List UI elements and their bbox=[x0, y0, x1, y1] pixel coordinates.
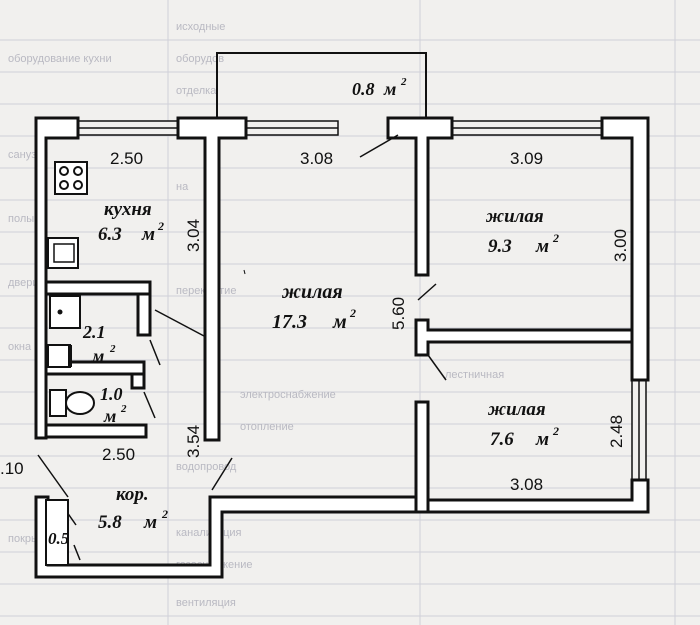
balcony bbox=[216, 52, 427, 120]
dim-room-br-depth: 2.48 bbox=[607, 415, 626, 448]
living-tr-name: жилая bbox=[485, 206, 544, 227]
label-text: 2 bbox=[552, 424, 559, 438]
label-text: 1.0 bbox=[100, 384, 123, 404]
label-text: 2 bbox=[109, 343, 116, 355]
dim-room-tr-depth: 3.00 bbox=[611, 229, 630, 262]
label-text: 2 bbox=[400, 76, 407, 88]
bg-text: на bbox=[176, 181, 189, 193]
label-text: 2 bbox=[552, 231, 559, 245]
dim-left-partial: .10 bbox=[0, 459, 24, 478]
bg-text: электроснабжение bbox=[240, 389, 336, 401]
bg-text: полы bbox=[8, 213, 34, 225]
bg-text: отопление bbox=[240, 421, 294, 433]
sink-icon bbox=[47, 237, 79, 269]
closet-area: 0.5 bbox=[48, 529, 70, 548]
bg-text: окна bbox=[8, 341, 32, 353]
label-text: м bbox=[143, 512, 157, 533]
label-text: 0.8 bbox=[352, 79, 375, 99]
label-text: 7.6 bbox=[490, 429, 514, 450]
corridor-area: 5.8 м 2 bbox=[98, 507, 168, 533]
bg-text: отделка bbox=[176, 85, 217, 97]
balcony-area: 0.8 м 2 bbox=[352, 76, 407, 99]
label-text: 6.3 bbox=[98, 224, 122, 245]
label-text: м bbox=[141, 224, 155, 245]
closet bbox=[45, 499, 69, 566]
label-text: 2 bbox=[349, 306, 356, 320]
bg-text: вентиляция bbox=[176, 597, 236, 609]
label-text: м bbox=[91, 346, 104, 366]
dim-living-large-width: 3.08 bbox=[300, 149, 333, 168]
background-table-text: исходные оборудов отделка на перекрытие … bbox=[8, 21, 504, 609]
dim-room-br-width: 3.08 bbox=[510, 475, 543, 494]
label-text: м bbox=[383, 79, 396, 99]
living-large-area: 17.3 м 2 bbox=[272, 306, 356, 333]
kitchen-name: кухня bbox=[104, 199, 152, 220]
bg-text: водопровод bbox=[176, 461, 237, 473]
bathtub-icon bbox=[49, 295, 81, 329]
bg-text: оборудование кухни bbox=[8, 53, 112, 65]
label-text: 2.1 bbox=[82, 322, 106, 342]
dim-bath-width: 2.50 bbox=[102, 445, 135, 464]
dim-room-tr-width: 3.09 bbox=[510, 149, 543, 168]
walls bbox=[34, 116, 650, 579]
label-text: 17.3 bbox=[272, 311, 307, 333]
label-text: м bbox=[332, 311, 347, 333]
label-text: 2 bbox=[157, 219, 164, 233]
dim-corridor-depth: 3.54 bbox=[184, 425, 203, 458]
dim-kitchen-width: 2.50 bbox=[110, 149, 143, 168]
label-text: м bbox=[535, 236, 549, 257]
living-tr-area: 9.3 м 2 bbox=[488, 231, 559, 257]
bg-text: исходные bbox=[176, 21, 225, 33]
label-text: 2 bbox=[161, 507, 168, 521]
living-large-name: жилая bbox=[281, 281, 343, 303]
toilet-area: 1.0 м 2 bbox=[100, 384, 127, 426]
label-text: м bbox=[535, 429, 549, 450]
label-text: м bbox=[103, 406, 116, 426]
bg-text: оборудов bbox=[176, 53, 224, 65]
label-text: 9.3 bbox=[488, 236, 512, 257]
tick-mark bbox=[243, 269, 246, 275]
living-br-name: жилая bbox=[487, 399, 546, 420]
dim-kitchen-depth: 3.04 bbox=[184, 219, 203, 252]
windows bbox=[77, 120, 647, 481]
kitchen-area: 6.3 м 2 bbox=[98, 219, 164, 245]
bg-text: двери bbox=[8, 277, 39, 289]
living-br-area: 7.6 м 2 bbox=[490, 424, 559, 450]
bg-text: лестничная bbox=[445, 369, 504, 381]
stove-icon bbox=[54, 161, 88, 195]
dim-living-large-depth: 5.60 bbox=[389, 297, 408, 330]
washbasin-icon bbox=[47, 344, 72, 368]
corridor-name: кор. bbox=[116, 484, 149, 505]
label-text: 2 bbox=[120, 403, 127, 415]
label-text: 5.8 bbox=[98, 512, 122, 533]
bathroom-area: 2.1 м 2 bbox=[82, 322, 116, 366]
toilet-icon bbox=[49, 389, 95, 417]
